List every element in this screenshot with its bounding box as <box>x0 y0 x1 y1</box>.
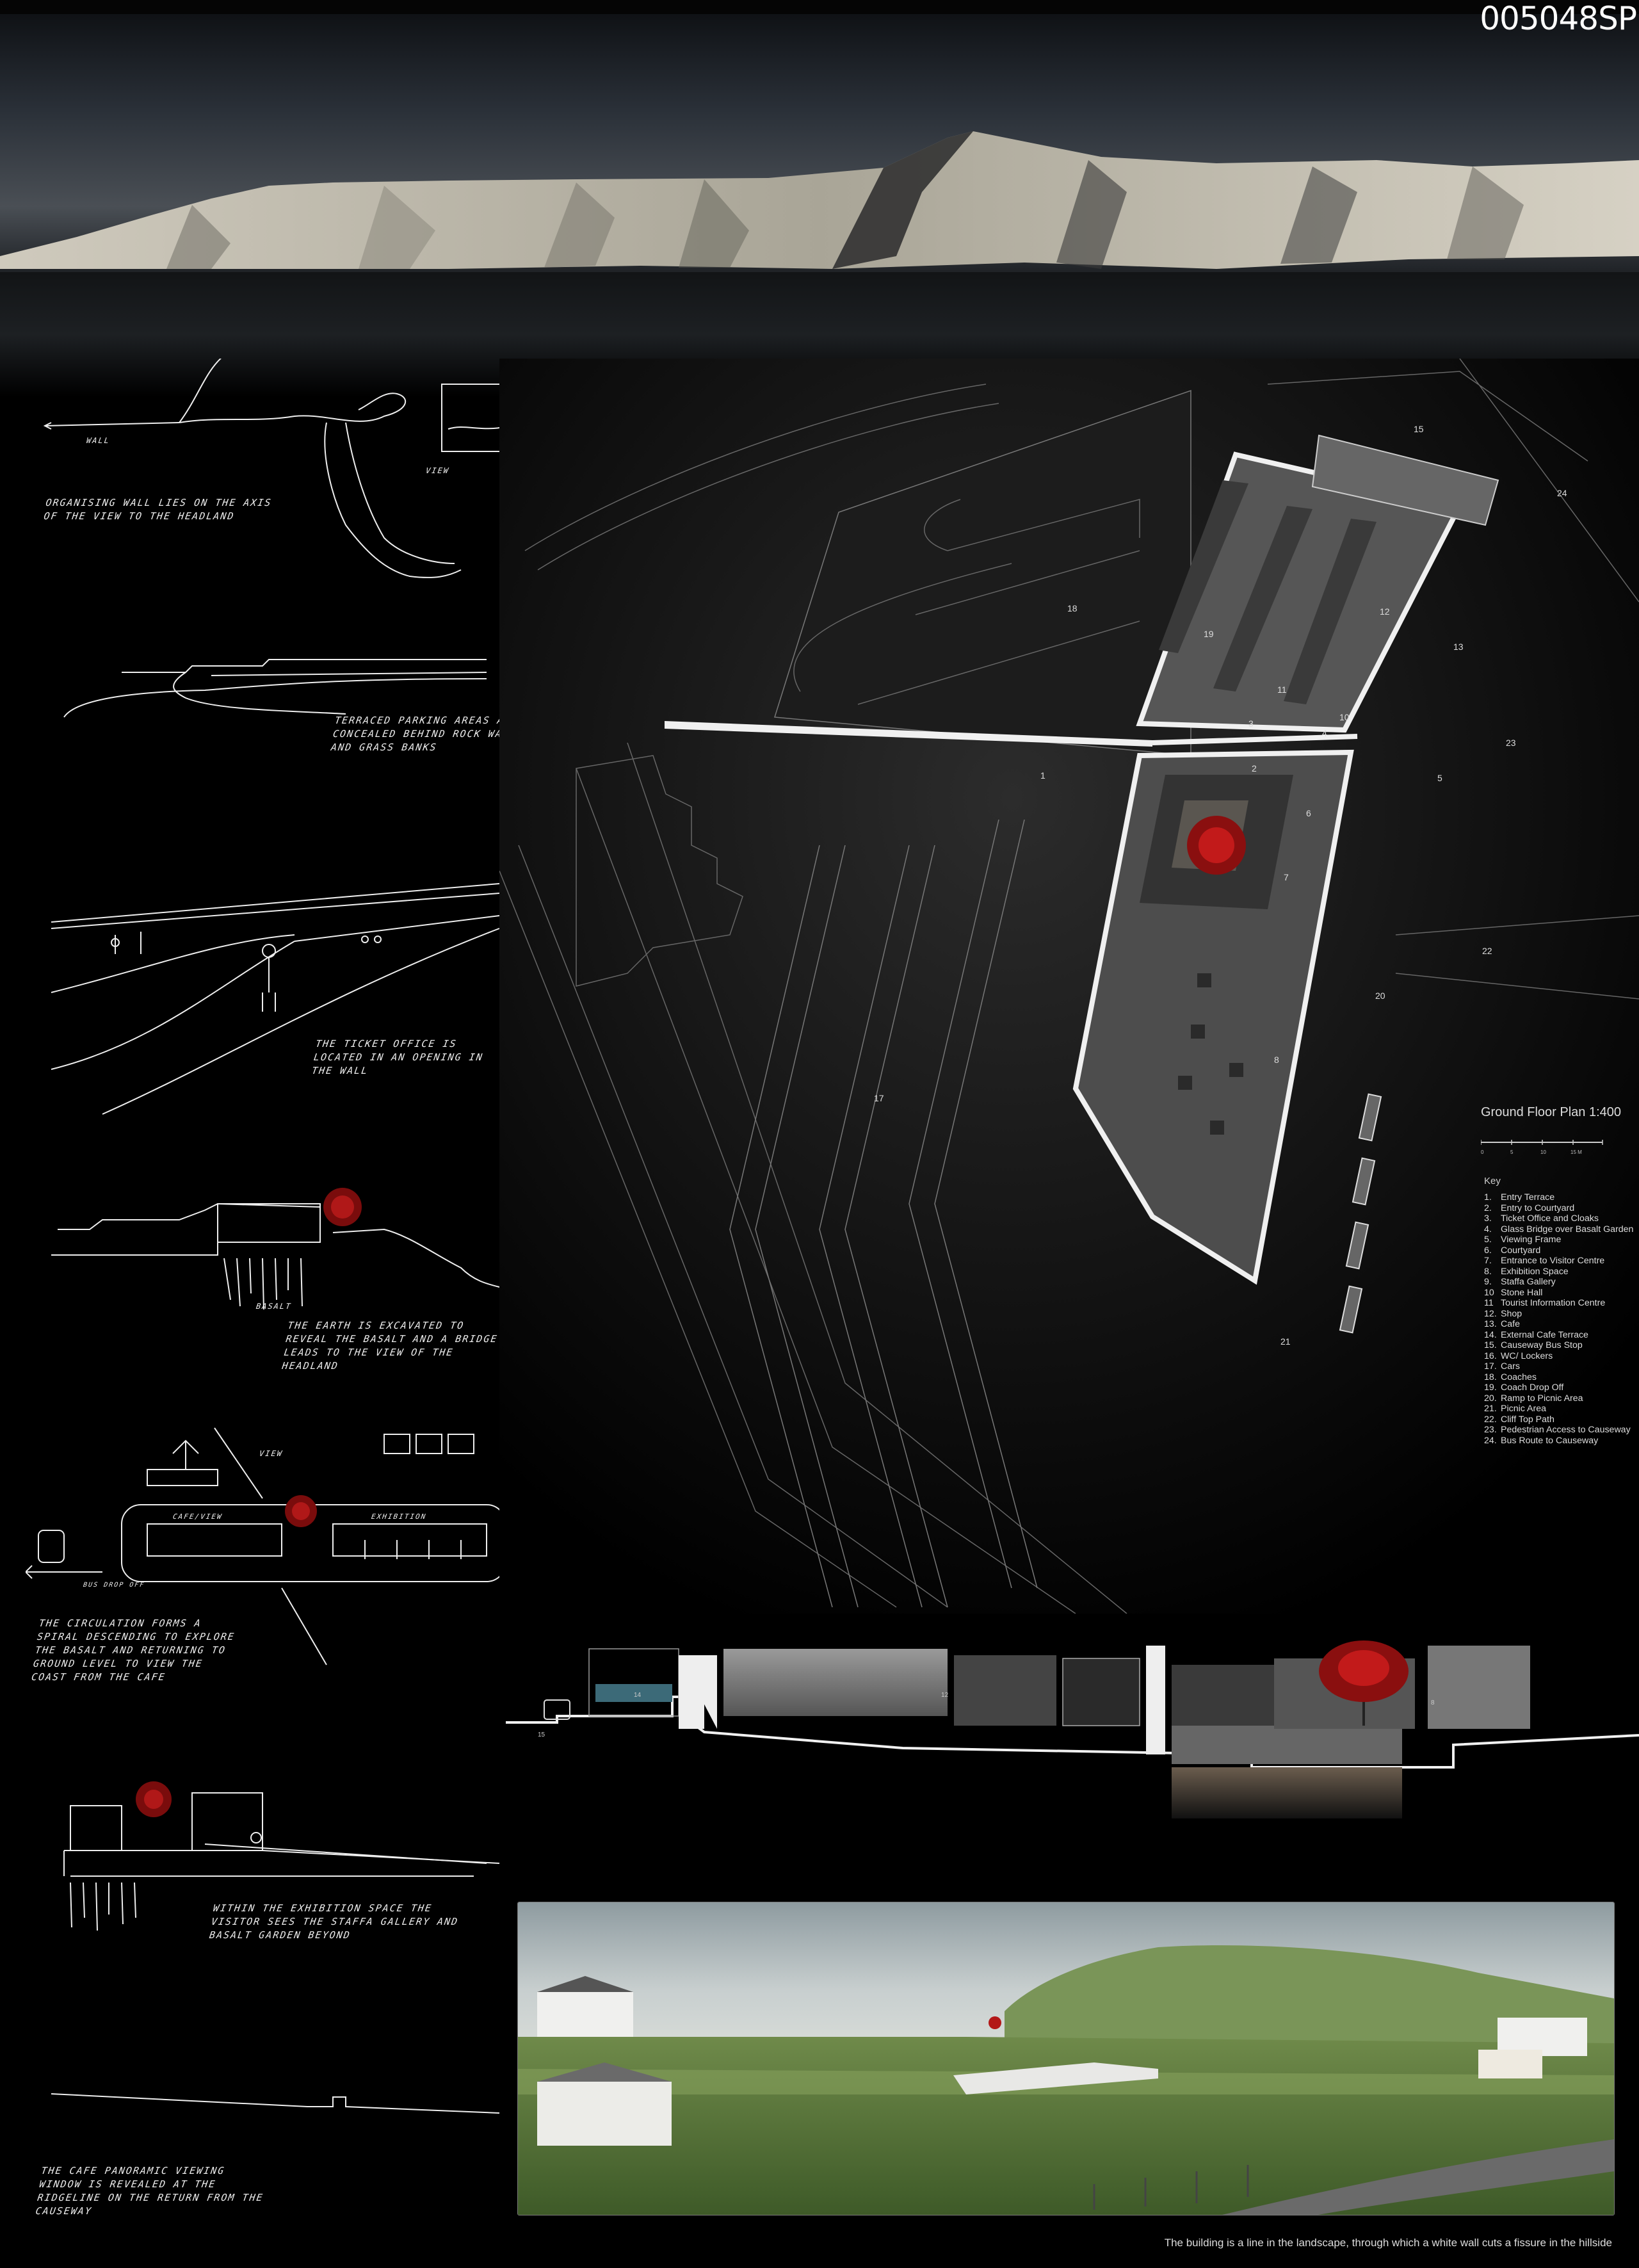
sketch-note: The earth is excavated to reveal the bas… <box>281 1320 499 1372</box>
sketch-note: Within the exhibition space the visitor … <box>208 1902 460 1941</box>
sketch-drawing <box>63 659 487 718</box>
key-item: 15.Causeway Bus Stop <box>1484 1340 1583 1350</box>
key-title: Key <box>1484 1176 1501 1187</box>
section-label: 15 <box>538 1731 545 1738</box>
key-item: 3.Ticket Office and Cloaks <box>1484 1213 1599 1224</box>
sketch-drawing <box>51 2093 500 2114</box>
sheet-caption: The building is a line in the landscape,… <box>1164 2237 1612 2249</box>
plan-marker: 15 <box>1414 424 1424 434</box>
ground-floor-plan: 1 2 3 4 5 6 7 8 10 11 12 13 15 17 18 19 … <box>499 359 1639 1614</box>
scale-bar: 0 5 10 15 M <box>1481 1140 1603 1155</box>
sketch-drawing <box>63 1781 500 1931</box>
plan-marker: 8 <box>1274 1055 1279 1065</box>
key-item: 2.Entry to Courtyard <box>1484 1203 1575 1213</box>
scale-label: 15 M <box>1570 1149 1582 1155</box>
key-item: 14.External Cafe Terrace <box>1484 1329 1588 1340</box>
plan-marker: 12 <box>1380 606 1390 617</box>
key-item: 22.Cliff Top Path <box>1484 1414 1554 1425</box>
sketch-cafe-window: The cafe panoramic viewing window is rev… <box>26 2049 512 2241</box>
building-section: 15 14 12 8 <box>506 1640 1639 1818</box>
plan-marker: 1 <box>1040 770 1046 781</box>
key-item: 9.Staffa Gallery <box>1484 1277 1556 1287</box>
key-item: 23.Pedestrian Access to Causeway <box>1484 1425 1631 1435</box>
key-item: 13.Cafe <box>1484 1319 1520 1329</box>
sketch-drawing <box>51 883 500 1115</box>
sketch-note: The ticket office is located in an openi… <box>311 1038 485 1076</box>
sketch-organising-wall: Wall View Organising wall lies on the ax… <box>26 359 512 602</box>
key-item: 18.Coaches <box>1484 1372 1537 1382</box>
plan-marker: 6 <box>1306 808 1311 818</box>
plan-marker: 5 <box>1437 773 1442 783</box>
sketch-basalt-bridge: Basalt The earth is excavated to reveal … <box>26 1172 512 1372</box>
plan-marker: 3 <box>1248 718 1254 729</box>
sheet-id: 005048SP <box>1480 0 1637 37</box>
key-item: 20.Ramp to Picnic Area <box>1484 1393 1583 1404</box>
sketch-exhibition-label: Exhibition <box>371 1512 428 1521</box>
sketch-cafe-label: Cafe/View <box>172 1512 223 1521</box>
key-item: 16.WC/ Lockers <box>1484 1350 1553 1361</box>
plan-marker: 4 <box>1322 728 1327 738</box>
sketch-terraced-parking: Terraced parking areas are concealed beh… <box>26 640 524 807</box>
key-item: 6.Courtyard <box>1484 1245 1541 1256</box>
scale-label: 5 <box>1510 1149 1514 1155</box>
section-label: 8 <box>1431 1699 1435 1706</box>
sketch-note: Terraced parking areas are concealed beh… <box>330 715 525 753</box>
scale-label: 0 <box>1481 1149 1484 1155</box>
plan-marker: 18 <box>1067 603 1078 613</box>
plan-marker: 24 <box>1557 488 1567 498</box>
key-item: 8.Exhibition Space <box>1484 1266 1569 1277</box>
plan-marker: 11 <box>1277 684 1287 695</box>
sketch-drawing <box>51 1188 500 1310</box>
key-item: 24.Bus Route to Causeway <box>1484 1435 1599 1446</box>
plan-marker: 17 <box>874 1093 884 1103</box>
plan-marker: 19 <box>1204 629 1214 639</box>
plan-marker: 21 <box>1280 1336 1291 1347</box>
sketch-ticket-office: The ticket office is located in an openi… <box>26 877 512 1121</box>
sketch-exhibition-view: Within the exhibition space the visitor … <box>26 1780 512 1941</box>
plan-marker: 2 <box>1252 763 1257 774</box>
sketch-note: The cafe panoramic viewing window is rev… <box>35 2165 264 2217</box>
landscape-photomontage <box>517 1902 1615 2215</box>
sketch-bus-label: Bus Drop Off <box>83 1582 146 1589</box>
headland-hero-image <box>0 0 1639 397</box>
scale-label: 10 <box>1540 1149 1546 1155</box>
plan-marker: 13 <box>1453 642 1464 652</box>
plan-marker: 20 <box>1375 991 1385 1001</box>
sketch-view-label: View <box>425 466 450 475</box>
key-item: 1.Entry Terrace <box>1484 1192 1555 1203</box>
plan-key-list: 1.Entry Terrace 2.Entry to Courtyard 3.T… <box>1484 1192 1633 1446</box>
key-item: 17.Cars <box>1484 1361 1520 1372</box>
key-item: 4.Glass Bridge over Basalt Garden <box>1484 1224 1634 1235</box>
sketch-basalt-label: Basalt <box>255 1302 293 1311</box>
key-item: 12.Shop <box>1484 1308 1522 1319</box>
sketch-note: Organising wall lies on the axis of the … <box>43 497 273 522</box>
sketch-drawing <box>43 359 512 578</box>
section-label: 14 <box>634 1692 642 1699</box>
key-item: 21.Picnic Area <box>1484 1404 1546 1414</box>
plan-title: Ground Floor Plan 1:400 <box>1481 1105 1622 1119</box>
sketch-note: The circulation forms a spiral descendin… <box>30 1617 236 1683</box>
section-label: 12 <box>941 1692 949 1699</box>
sketch-view-label: View <box>259 1449 284 1458</box>
sketch-circulation-spiral: View Cafe/View Exhibition Bus Drop Off T… <box>26 1422 512 1690</box>
plan-marker: 23 <box>1506 738 1516 748</box>
sketch-wall-label: Wall <box>86 436 111 445</box>
plan-marker: 22 <box>1482 946 1492 956</box>
key-item: 7.Entrance to Visitor Centre <box>1484 1256 1605 1266</box>
plan-marker: 7 <box>1284 872 1289 882</box>
key-item: 19.Coach Drop Off <box>1484 1382 1564 1393</box>
key-item: 5.Viewing Frame <box>1484 1235 1562 1245</box>
plan-marker: 10 <box>1339 712 1350 722</box>
